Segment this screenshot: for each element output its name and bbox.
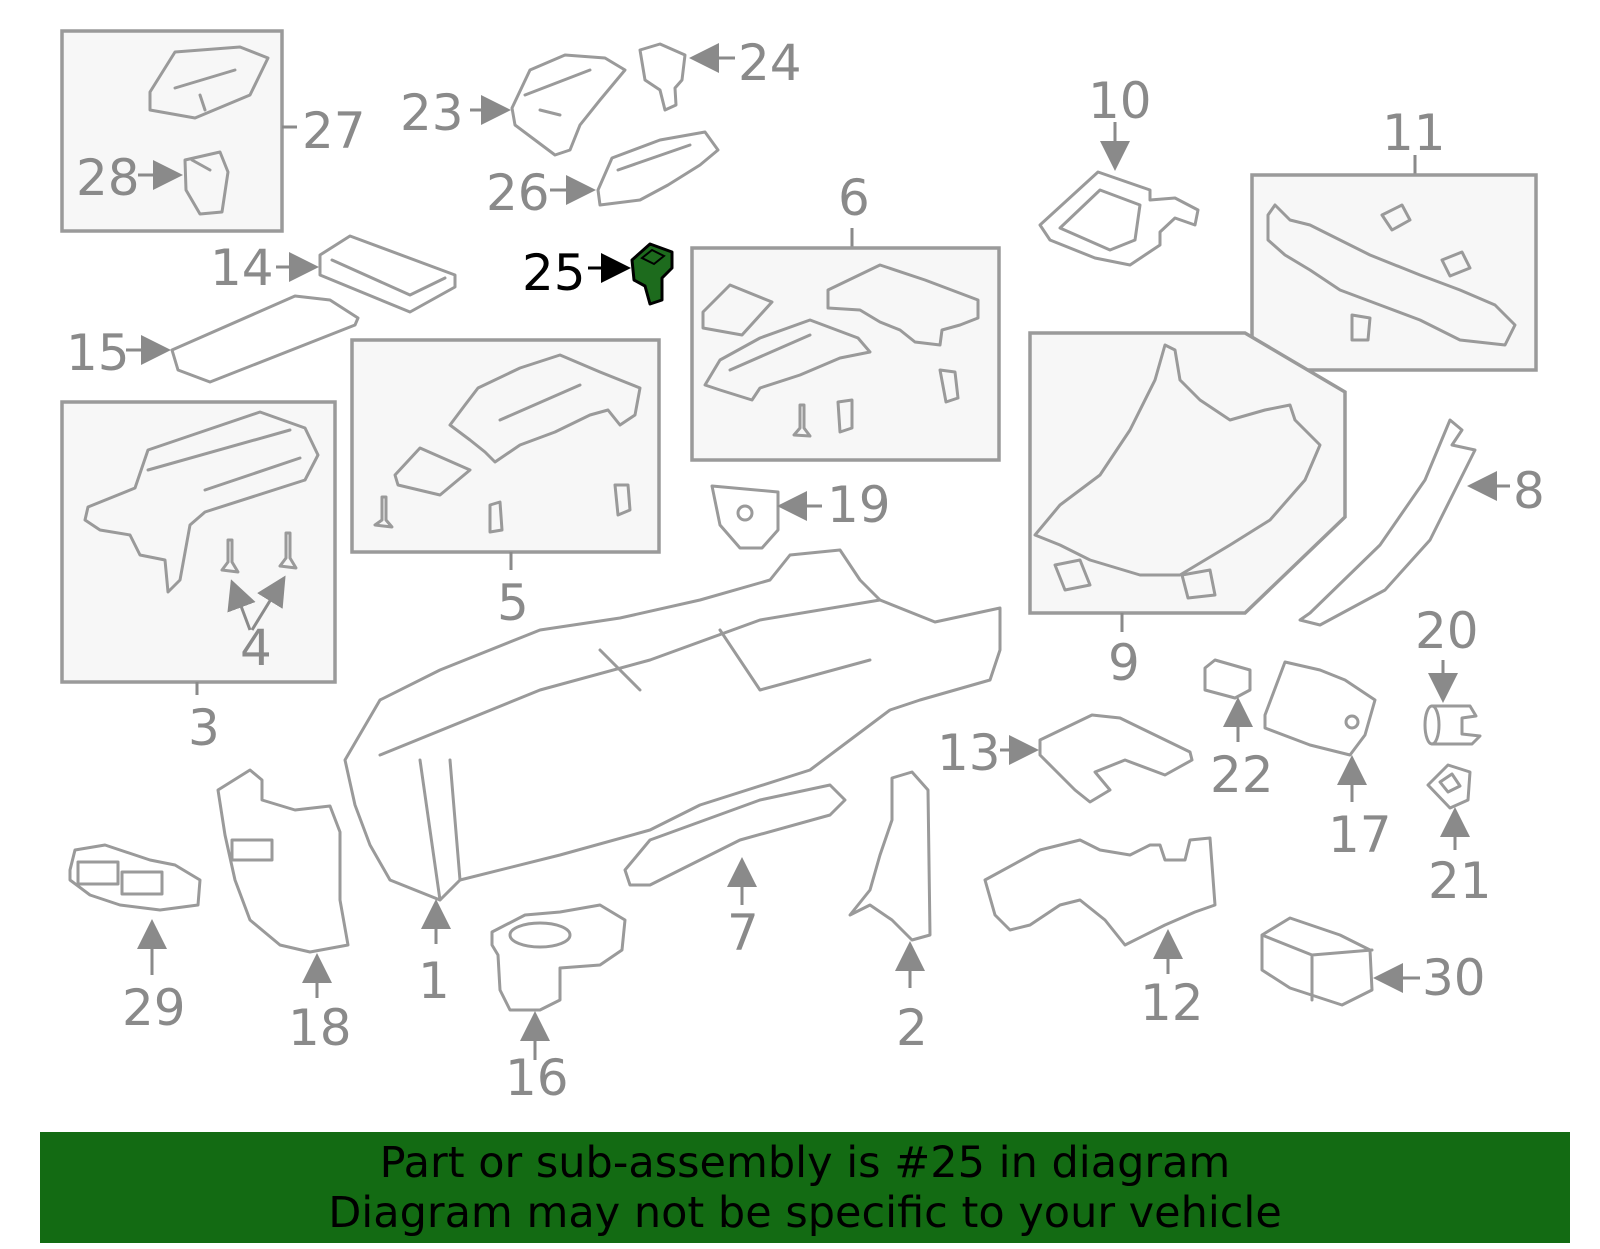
banner-line-1: Part or sub-assembly is #25 in diagram: [379, 1138, 1231, 1188]
callout-3: 3: [188, 699, 220, 757]
callout-21: 21: [1428, 852, 1492, 910]
part-21: [1426, 763, 1472, 850]
callout-15: 15: [66, 324, 130, 382]
part-12: [983, 836, 1217, 974]
callout-17: 17: [1328, 806, 1392, 864]
box-11: [1250, 155, 1538, 372]
callout-29: 29: [122, 979, 186, 1037]
banner-line-2: Diagram may not be specific to your vehi…: [328, 1188, 1282, 1238]
part-29: [68, 843, 202, 975]
info-banner: Part or sub-assembly is #25 in diagram D…: [40, 1132, 1570, 1243]
part-22: [1203, 658, 1253, 742]
callout-26: 26: [486, 164, 550, 222]
callout-9: 9: [1108, 634, 1140, 692]
callout-25: 25: [522, 244, 586, 302]
callout-8: 8: [1513, 462, 1545, 520]
part-7: [623, 783, 847, 905]
part-10: [1038, 122, 1200, 267]
callout-12: 12: [1140, 974, 1204, 1032]
part-8: [1298, 418, 1510, 627]
callout-30: 30: [1422, 949, 1486, 1007]
callout-23: 23: [400, 84, 464, 142]
box-27: [60, 29, 297, 233]
part-13: [1000, 713, 1194, 804]
part-19: [710, 484, 822, 550]
part-2: [848, 770, 932, 988]
callout-28: 28: [76, 149, 140, 207]
part-20: [1423, 660, 1482, 746]
callout-11: 11: [1382, 104, 1446, 162]
part-26: [550, 130, 720, 207]
callout-19: 19: [827, 476, 891, 534]
box-5: [350, 338, 661, 570]
callout-20: 20: [1415, 602, 1479, 660]
part-15: [126, 294, 360, 384]
callout-7: 7: [727, 904, 759, 962]
callout-5: 5: [497, 574, 529, 632]
box-9: [1028, 331, 1347, 632]
box-3: [60, 400, 337, 695]
box-6: [690, 228, 1001, 462]
callout-24: 24: [738, 34, 802, 92]
callout-14: 14: [210, 239, 274, 297]
part-24: [638, 42, 735, 112]
callout-18: 18: [288, 999, 352, 1057]
part-17: [1263, 660, 1377, 802]
callout-10: 10: [1088, 72, 1152, 130]
callout-2: 2: [896, 999, 928, 1057]
part-1-console: [343, 548, 1002, 944]
callout-16: 16: [505, 1049, 569, 1107]
part-14: [276, 234, 457, 314]
part-30: [1260, 916, 1420, 1007]
callout-1: 1: [418, 952, 450, 1010]
part-16: [490, 903, 627, 1060]
part-25-highlighted: [588, 242, 674, 306]
callout-labels: 1 2 3 4 5 6 7 8 9 10 11 12 13 14 15 16 1…: [66, 34, 1545, 1107]
part-18: [216, 768, 350, 998]
part-23: [470, 53, 627, 157]
callout-4: 4: [240, 619, 272, 677]
callout-27: 27: [302, 102, 366, 160]
callout-22: 22: [1210, 746, 1274, 804]
callout-6: 6: [838, 169, 870, 227]
callout-13: 13: [937, 724, 1001, 782]
